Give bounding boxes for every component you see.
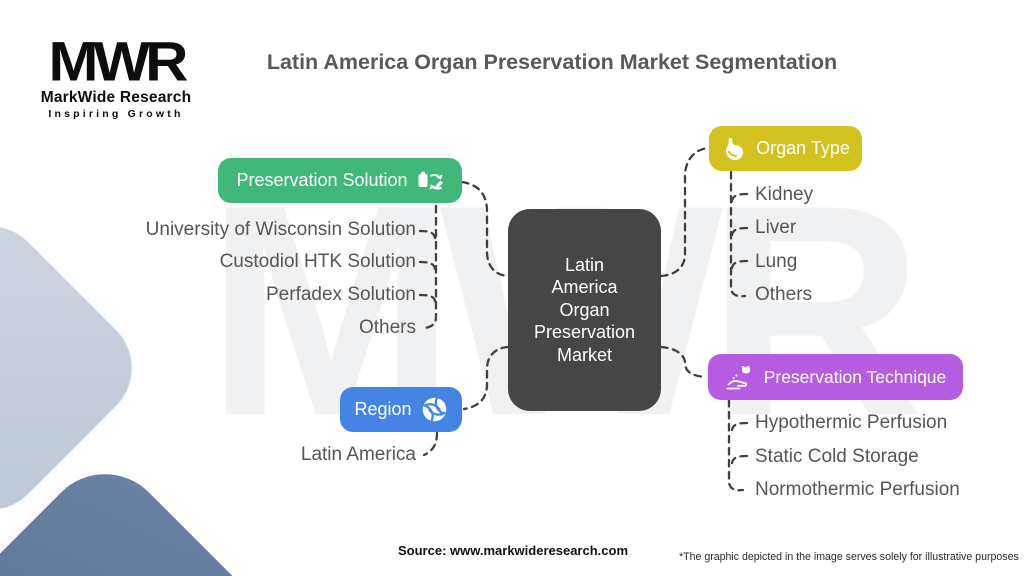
logo-name: MarkWide Research (40, 89, 192, 106)
branch-solution-item-2 (418, 260, 437, 271)
center-line: Organ (559, 299, 610, 320)
center-line: Preservation (533, 322, 636, 343)
center-line: America (551, 277, 618, 298)
list-item-organ-4: Others (755, 284, 813, 305)
solution-recycle-icon (417, 169, 444, 193)
badge-label: Preservation Solution (236, 170, 408, 190)
list-item-solution-1: University of Wisconsin Solution (145, 219, 416, 240)
connector-center-to-region (462, 345, 510, 411)
center-line: Latin (564, 254, 605, 275)
badge-region: Region (340, 387, 462, 432)
list-item-solution-2: Custodiol HTK Solution (219, 251, 416, 272)
badge-organ-type: Organ Type (709, 126, 862, 171)
list-item-solution-4: Others (358, 317, 416, 338)
branch-region-item-1 (422, 431, 439, 457)
connector-center-to-technique (659, 345, 708, 379)
disclaimer-text: *The graphic depicted in the image serve… (679, 551, 1019, 563)
branch-solution-item-3 (418, 293, 437, 303)
branch-technique-item-1 (730, 421, 749, 432)
connector-center-to-organ (659, 146, 711, 278)
list-item-technique-1: Hypothermic Perfusion (755, 412, 948, 433)
logo-tagline: Inspiring Growth (48, 108, 184, 120)
list-item-technique-3: Normothermic Perfusion (755, 479, 960, 500)
stomach-icon (721, 136, 747, 162)
page-title: Latin America Organ Preservation Market … (266, 50, 838, 74)
list-item-solution-3: Perfadex Solution (266, 284, 416, 305)
logo-monogram: MWR (48, 30, 189, 93)
list-item-organ-3: Lung (755, 251, 798, 272)
badge-preservation-technique: Preservation Technique (708, 354, 963, 400)
badge-label: Organ Type (756, 138, 850, 158)
branch-organ-item-3 (730, 259, 749, 270)
branch-organ-item-2 (730, 226, 749, 237)
source-text: Source: www.markwideresearch.com (398, 543, 629, 558)
center-node-market: Latin America Organ Preservation Market (508, 209, 661, 411)
branch-solution-item-1 (418, 229, 437, 240)
center-line: Market (556, 344, 612, 365)
spine-solution-list (420, 204, 438, 330)
branch-technique-item-2 (730, 454, 749, 465)
list-item-region-1: Latin America (300, 444, 416, 465)
list-item-technique-2: Static Cold Storage (755, 446, 919, 467)
connector-solution-to-center (460, 180, 510, 278)
list-item-organ-1: Kidney (755, 184, 814, 205)
logo: MWR MarkWide Research Inspiring Growth (36, 30, 196, 120)
badge-label: Region (354, 399, 412, 419)
globe-icon (421, 396, 448, 423)
badge-preservation-solution: Preservation Solution (218, 158, 462, 203)
badge-label: Preservation Technique (763, 366, 947, 387)
list-item-organ-2: Liver (755, 217, 797, 238)
spine-organ-list (729, 170, 747, 298)
hand-organ-icon (725, 364, 755, 391)
spine-technique-list (727, 398, 745, 492)
branch-organ-item-1 (730, 192, 749, 203)
